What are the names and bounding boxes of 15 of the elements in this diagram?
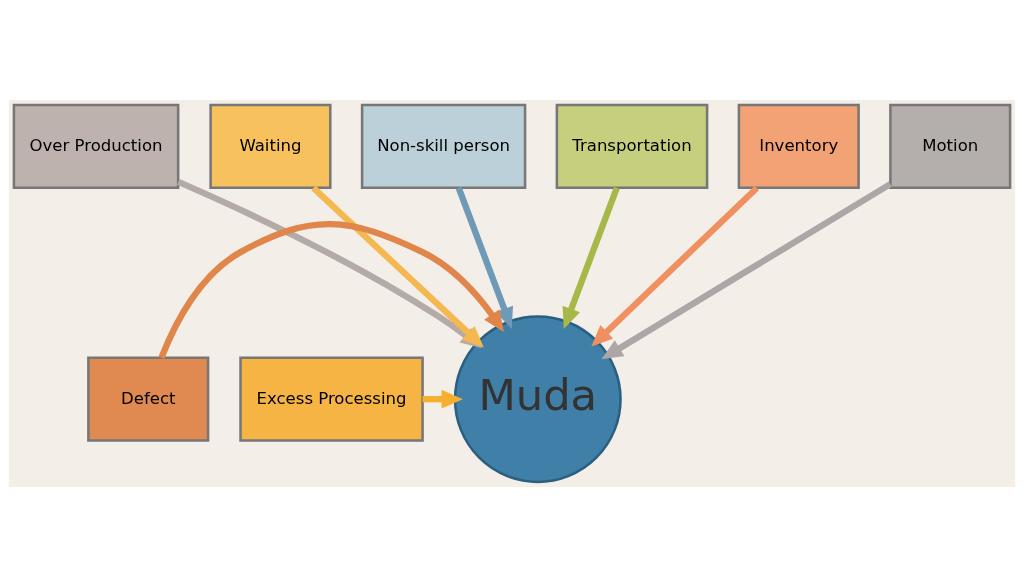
arrow — [158, 221, 504, 359]
arrow — [562, 186, 620, 329]
node-box: Motion — [889, 103, 1012, 190]
arrow — [591, 185, 759, 347]
node-box: Transportation — [555, 103, 709, 190]
node-box: Over Production — [12, 103, 180, 190]
arrow — [601, 181, 892, 360]
node-box: Defect — [87, 356, 210, 442]
arrow — [422, 389, 463, 409]
node-circle: Muda — [453, 315, 622, 484]
node-box: Non-skill person — [360, 103, 527, 190]
node-box: Waiting — [209, 103, 332, 190]
node-box: Excess Processing — [239, 356, 424, 442]
node-box: Inventory — [737, 103, 860, 190]
arrow — [455, 186, 513, 329]
